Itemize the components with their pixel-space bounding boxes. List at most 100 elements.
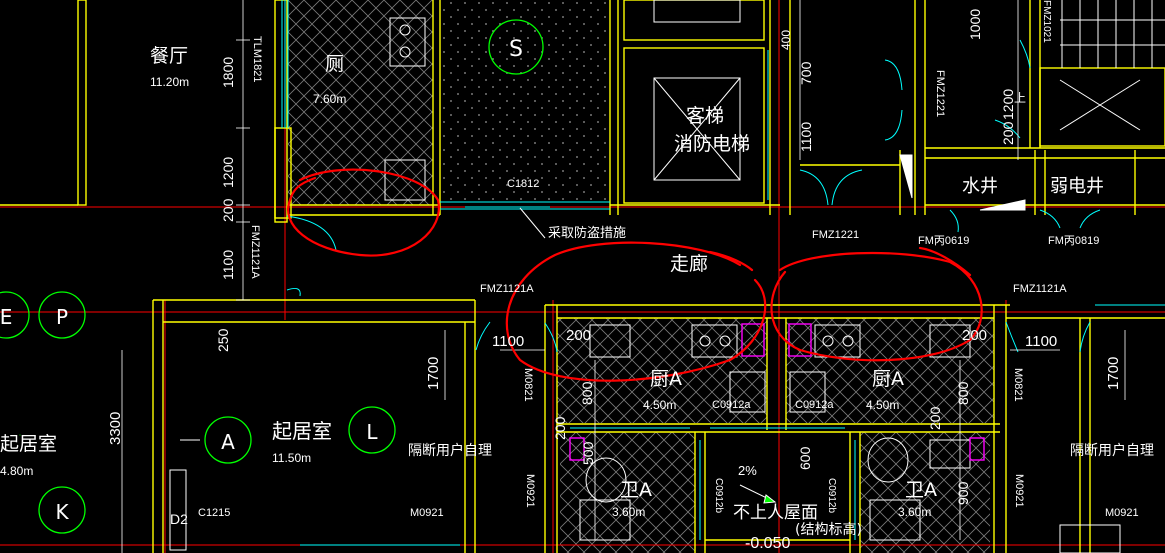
tag-c1215: C1215 xyxy=(198,507,230,519)
dim-1200: 1200 xyxy=(220,157,236,188)
dim-800-right: 800 xyxy=(955,381,971,405)
room-living-area: 11.50m xyxy=(272,451,311,465)
dim-1100: 1100 xyxy=(220,250,236,280)
tag-fmb0619: FM丙0619 xyxy=(918,235,969,247)
dim-900: 900 xyxy=(955,481,971,505)
dim-400: 400 xyxy=(779,30,793,50)
tag-d2: D2 xyxy=(170,511,188,527)
tag-m0821-right: M0821 xyxy=(1012,368,1024,402)
room-living-left: 起居室 xyxy=(0,433,57,455)
security-note: 采取防盗措施 xyxy=(548,225,626,241)
bubble-a xyxy=(204,416,252,464)
room-dining-area: 11.20m xyxy=(150,75,189,89)
room-dining: 餐厅 xyxy=(150,45,188,67)
dimension-lines xyxy=(121,0,1126,553)
dim-200e: 200 xyxy=(552,416,568,440)
room-kitchen-left-area: 4.50m xyxy=(643,398,676,412)
toilet-hatch xyxy=(288,0,433,205)
roof-level: -0.050 xyxy=(745,535,790,552)
partition-note-left: 隔断用户自理 xyxy=(408,442,492,459)
windows xyxy=(281,0,1165,546)
bubble-label-e: E xyxy=(0,305,12,329)
roof-label: 不上人屋面 xyxy=(733,503,818,523)
tag-c0912a-left: C0912a xyxy=(712,399,751,411)
room-toilet-top: 厕 xyxy=(325,53,344,75)
room-kitchen-left: 厨A xyxy=(650,368,682,390)
dim-1100c: 1100 xyxy=(492,333,524,350)
bubble-label-l: L xyxy=(366,420,378,444)
dim-250: 250 xyxy=(215,328,231,352)
room-water-shaft: 水井 xyxy=(962,176,998,197)
room-living-left-area: 4.80m xyxy=(0,464,33,478)
equipment xyxy=(569,323,985,461)
tag-m0921-bottom-right: M0921 xyxy=(1105,507,1139,519)
tag-fmb0819: FM丙0819 xyxy=(1048,235,1099,247)
markup-circles xyxy=(287,168,983,382)
bubble-s xyxy=(488,19,544,75)
bath-left-hatch xyxy=(560,432,695,553)
bubble-label-a: A xyxy=(221,430,235,454)
tag-tlm1821: TLM1821 xyxy=(251,36,263,82)
tag-fmz1121a-mid: FMZ1121A xyxy=(480,283,534,295)
tag-m0921-bottom-left: M0921 xyxy=(410,507,444,519)
tag-m0921-left: M0921 xyxy=(524,474,536,508)
shaft-dots xyxy=(440,0,610,205)
bubble-p xyxy=(38,291,86,339)
partition-note-right: 隔断用户自理 xyxy=(1070,442,1154,459)
room-kitchen-right-area: 4.50m xyxy=(866,398,899,412)
dim-700: 700 xyxy=(798,61,814,85)
room-kitchen-right: 厨A xyxy=(872,368,904,390)
bubble-k xyxy=(38,486,86,534)
dim-600: 600 xyxy=(797,446,813,470)
tag-c0912b-right: C0912b xyxy=(826,478,837,513)
slope-label: 2% xyxy=(738,463,757,478)
bubble-e xyxy=(0,291,30,339)
tag-m0821-left: M0821 xyxy=(522,368,534,402)
room-elevator-1: 客梯 xyxy=(686,105,724,127)
tag-fmz1221: FMZ1221 xyxy=(812,229,859,241)
markup-stroke-corridor xyxy=(708,250,754,272)
tag-c1812: C1812 xyxy=(507,178,539,190)
room-toilet-top-area: 7.60m xyxy=(313,92,346,106)
dim-1100b: 1100 xyxy=(798,122,814,152)
tag-fmz1021: FMZ1021 xyxy=(1041,0,1052,43)
markup-circle-left-kitchen xyxy=(505,241,767,382)
room-bath-left: 卫A xyxy=(620,479,652,501)
fixtures xyxy=(169,0,1165,553)
bubble-label-k: K xyxy=(55,500,69,524)
bubble-label-p: P xyxy=(56,305,68,329)
dim-200b: 200 xyxy=(1000,121,1016,145)
markup-circle-toilet xyxy=(287,168,440,257)
room-weak-shaft: 弱电井 xyxy=(1050,176,1104,197)
dim-200: 200 xyxy=(220,198,236,222)
room-living: 起居室 xyxy=(272,419,332,443)
tag-c0912b-left: C0912b xyxy=(713,478,724,513)
tag-fmz1121a-left: FMZ1121A xyxy=(249,225,261,279)
room-bath-left-area: 3.60m xyxy=(612,505,645,519)
markup-stroke-top xyxy=(918,246,972,277)
tag-fmz1121a-right: FMZ1121A xyxy=(1013,283,1067,295)
room-bath-right: 卫A xyxy=(905,479,937,501)
dim-800-left: 800 xyxy=(579,381,595,405)
kitchen-right-hatch xyxy=(786,318,994,423)
dim-200d: 200 xyxy=(962,327,987,344)
roof-note: (结构标高) xyxy=(795,521,862,538)
tag-c0912a-right: C0912a xyxy=(795,399,834,411)
dim-1700-left: 1700 xyxy=(425,357,442,390)
dim-1000: 1000 xyxy=(967,9,983,40)
tag-fmz1221-vertical: FMZ1221 xyxy=(934,70,946,117)
bubble-label-s: S xyxy=(509,37,523,62)
kitchen-left-hatch xyxy=(557,318,767,423)
grid-bubbles xyxy=(0,19,544,534)
dim-1200b: 1200 xyxy=(1000,89,1016,120)
bubble-l xyxy=(348,406,396,454)
dim-3300: 3300 xyxy=(107,412,124,445)
markup-circle-right-kitchen xyxy=(770,251,983,362)
bath-right-hatch xyxy=(860,432,990,553)
dim-1800: 1800 xyxy=(220,57,236,88)
room-corridor: 走廊 xyxy=(670,253,708,275)
tag-up: 上 xyxy=(1014,91,1026,105)
dim-1700-right: 1700 xyxy=(1105,357,1122,390)
